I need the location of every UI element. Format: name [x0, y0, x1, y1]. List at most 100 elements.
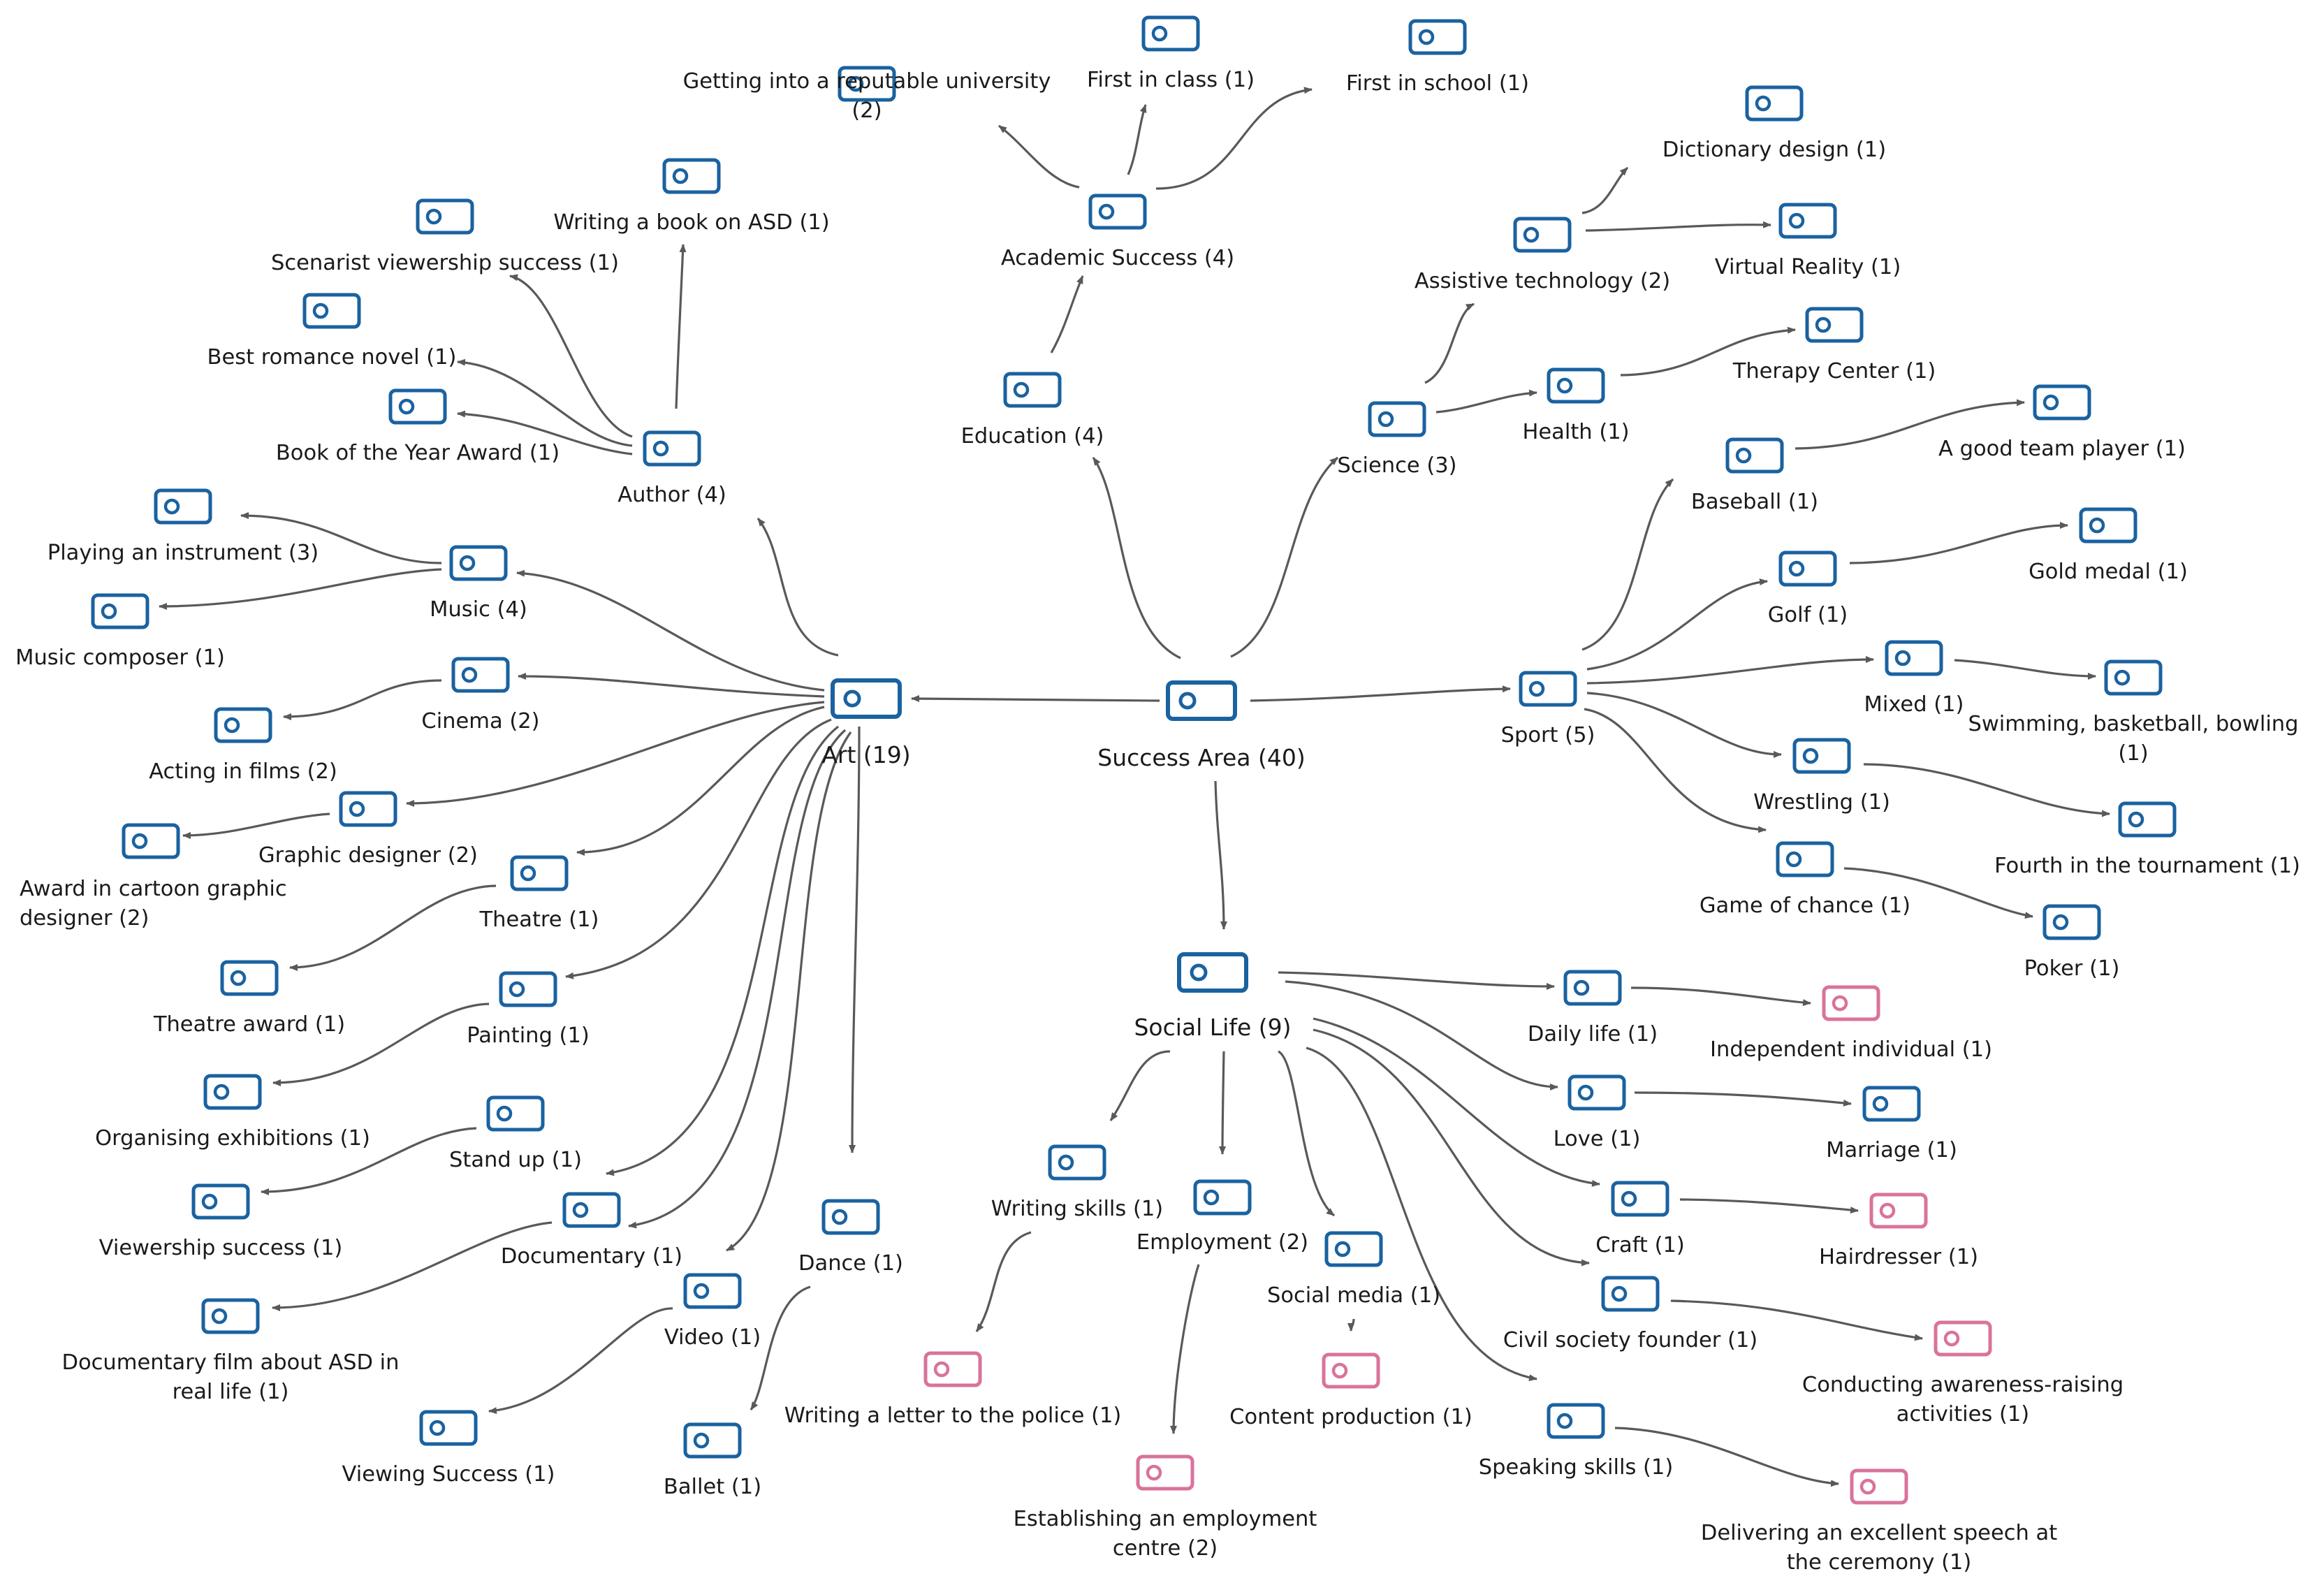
- edge-art-author: [757, 518, 839, 657]
- node-label: Music composer (1): [15, 646, 225, 670]
- node-documentary[interactable]: Documentary (1): [501, 1192, 682, 1269]
- node-civil[interactable]: Civil society founder (1): [1503, 1276, 1757, 1352]
- node-employment[interactable]: Employment (2): [1137, 1179, 1308, 1255]
- node-social[interactable]: Social Life (9): [1134, 952, 1292, 1041]
- node-gold[interactable]: Gold medal (1): [2029, 507, 2188, 584]
- pink-node-icon: [923, 1351, 982, 1387]
- node-academic[interactable]: Academic Success (4): [1001, 194, 1234, 270]
- node-icon: [1567, 1074, 1626, 1111]
- node-mixed[interactable]: Mixed (1): [1864, 640, 1964, 717]
- edge-art-video: [726, 731, 852, 1252]
- edges-layer: [159, 87, 2110, 1487]
- node-social-media[interactable]: Social media (1): [1267, 1231, 1440, 1308]
- node-fourth[interactable]: Fourth in the tournament (1): [1994, 801, 2300, 878]
- node-icon: [1088, 194, 1147, 230]
- node-writing-skills[interactable]: Writing skills (1): [991, 1144, 1163, 1221]
- node-label: Music (4): [430, 597, 527, 622]
- edge-theatre-theatre_award: [289, 884, 497, 971]
- node-poker[interactable]: Poker (1): [2024, 904, 2120, 981]
- node-standup[interactable]: Stand up (1): [449, 1095, 582, 1172]
- node-daily[interactable]: Daily life (1): [1528, 970, 1658, 1046]
- node-ballet[interactable]: Ballet (1): [664, 1422, 761, 1499]
- node-chance[interactable]: Game of chance (1): [1700, 841, 1910, 918]
- node-wrestling[interactable]: Wrestling (1): [1753, 738, 1890, 815]
- node-first-school[interactable]: First in school (1): [1346, 19, 1529, 96]
- node-viewing[interactable]: Viewing Success (1): [342, 1410, 555, 1487]
- node-team-player[interactable]: A good team player (1): [1938, 384, 2186, 461]
- node-label-line: (2): [852, 99, 882, 123]
- node-acting[interactable]: Acting in films (2): [149, 707, 337, 784]
- node-marriage[interactable]: Marriage (1): [1826, 1086, 1957, 1162]
- node-label: Civil society founder (1): [1503, 1328, 1757, 1352]
- node-icon: [1048, 1144, 1106, 1181]
- node-label: Author (4): [617, 483, 726, 507]
- node-icon: [1324, 1231, 1383, 1267]
- node-speaking[interactable]: Speaking skills (1): [1479, 1403, 1673, 1480]
- node-icon: [643, 430, 701, 467]
- node-icon: [302, 293, 361, 329]
- node-painting[interactable]: Painting (1): [467, 971, 590, 1048]
- node-label-line: Conducting awareness-raising: [1802, 1373, 2124, 1397]
- node-label: Viewing Success (1): [342, 1462, 555, 1487]
- node-art[interactable]: Art (19): [821, 678, 911, 768]
- node-sport[interactable]: Sport (5): [1501, 671, 1595, 747]
- node-hairdresser[interactable]: Hairdresser (1): [1819, 1192, 1978, 1269]
- node-icon: [2079, 507, 2137, 544]
- node-police[interactable]: Writing a letter to the police (1): [784, 1351, 1122, 1428]
- node-writing-book[interactable]: Writing a book on ASD (1): [553, 158, 830, 235]
- node-theatre-award[interactable]: Theatre award (1): [153, 960, 345, 1037]
- node-romance[interactable]: Best romance novel (1): [207, 293, 457, 370]
- edge-assistive-dictionary: [1581, 166, 1629, 214]
- node-music[interactable]: Music (4): [430, 545, 527, 622]
- node-label: Painting (1): [467, 1023, 590, 1048]
- node-baseball[interactable]: Baseball (1): [1691, 437, 1818, 514]
- node-icon: [214, 707, 272, 743]
- node-label: Gold medal (1): [2029, 560, 2188, 584]
- node-author[interactable]: Author (4): [617, 430, 726, 507]
- node-scenarist[interactable]: Scenarist viewership success (1): [271, 198, 619, 275]
- node-independent[interactable]: Independent individual (1): [1710, 985, 1992, 1062]
- node-therapy[interactable]: Therapy Center (1): [1732, 307, 1936, 384]
- node-dance[interactable]: Dance (1): [798, 1199, 903, 1276]
- node-label-line: Education (4): [961, 424, 1104, 448]
- node-video[interactable]: Video (1): [664, 1273, 761, 1350]
- node-love[interactable]: Love (1): [1554, 1074, 1641, 1151]
- edge-civil-awareness: [1670, 1299, 1923, 1341]
- node-composer[interactable]: Music composer (1): [15, 593, 225, 670]
- node-exhibitions[interactable]: Organising exhibitions (1): [95, 1074, 370, 1151]
- node-root[interactable]: Success Area (40): [1097, 680, 1306, 771]
- node-book-year[interactable]: Book of the Year Award (1): [276, 388, 560, 465]
- node-theatre[interactable]: Theatre (1): [479, 855, 599, 932]
- node-content[interactable]: Content production (1): [1229, 1352, 1472, 1429]
- node-vr[interactable]: Virtual Reality (1): [1715, 203, 1901, 279]
- node-health[interactable]: Health (1): [1522, 367, 1630, 444]
- node-science[interactable]: Science (3): [1337, 401, 1457, 478]
- node-viewership[interactable]: Viewership success (1): [99, 1183, 343, 1260]
- node-label: Game of chance (1): [1700, 894, 1910, 918]
- node-label: Theatre award (1): [153, 1012, 345, 1037]
- node-label-line: Craft (1): [1595, 1233, 1685, 1257]
- node-dictionary[interactable]: Dictionary design (1): [1662, 85, 1886, 162]
- pink-node-icon: [1822, 985, 1880, 1021]
- edge-social-craft: [1313, 1017, 1600, 1187]
- node-instrument[interactable]: Playing an instrument (3): [47, 488, 319, 565]
- node-label: Independent individual (1): [1710, 1037, 1992, 1062]
- edge-chance-poker: [1843, 867, 2033, 919]
- node-assistive[interactable]: Assistive technology (2): [1415, 217, 1670, 293]
- node-education[interactable]: Education (4): [961, 372, 1104, 448]
- node-cinema[interactable]: Cinema (2): [421, 657, 540, 734]
- edge-education-academic: [1050, 275, 1084, 353]
- node-craft[interactable]: Craft (1): [1595, 1181, 1685, 1257]
- node-golf[interactable]: Golf (1): [1768, 550, 1848, 627]
- node-label-line: Assistive technology (2): [1415, 269, 1670, 293]
- node-first-class[interactable]: First in class (1): [1087, 15, 1255, 92]
- node-label-line: Daily life (1): [1528, 1022, 1658, 1046]
- node-university[interactable]: Getting into a reputable university(2): [683, 66, 1051, 123]
- node-swimming[interactable]: Swimming, basketball, bowling(1): [1968, 659, 2299, 766]
- node-graphic[interactable]: Graphic designer (2): [258, 791, 478, 868]
